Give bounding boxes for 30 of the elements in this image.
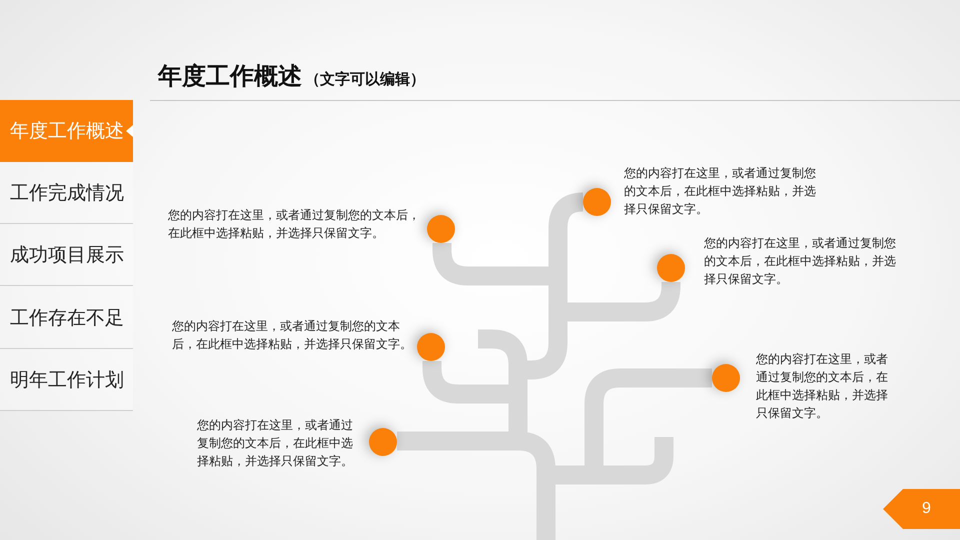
description-text: 您的内容打在这里，或者通过复制您的文本后，在此框中选择粘贴，并选择只保留文字。 — [168, 207, 421, 242]
branch-line — [536, 475, 556, 540]
description-text: 您的内容打在这里，或者通过复制您的文本后，在此框中选择粘贴，并选择只保留文字。 — [197, 417, 354, 470]
description-text: 您的内容打在这里，或者通过复制您的文本后，在此框中选择粘贴，并选择只保留文字。 — [756, 351, 889, 422]
menu-label: 成功项目展示 — [10, 243, 124, 267]
branch-dot — [369, 428, 397, 456]
subtitle-note: （文字可以编辑） — [305, 70, 425, 88]
menu-tab — [0, 349, 133, 411]
branch-line — [548, 276, 568, 312]
branch-dot — [417, 333, 445, 361]
branch-line — [508, 370, 528, 394]
description-text: 您的内容打在这里，或者通过复制您的文本后，在此框中选择粘贴，并选择只保留文字。 — [172, 318, 413, 353]
menu-label: 工作存在不足 — [10, 306, 124, 330]
menu-tab — [0, 162, 133, 224]
active-menu-tab — [0, 100, 133, 162]
menu-tab — [0, 286, 133, 349]
branch-dot — [657, 254, 685, 282]
branch-dot — [427, 215, 455, 243]
slide-title: 年度工作概述 — [158, 62, 302, 90]
branch-line — [397, 432, 518, 450]
branch-dot — [583, 188, 611, 216]
page-number-tag: 9 — [883, 489, 960, 529]
branch-dot — [712, 364, 740, 392]
description-text: 您的内容打在这里，或者通过复制您的文本后，在此框中选择粘贴，并选择只保留文字。 — [624, 165, 817, 218]
description-text: 您的内容打在这里，或者通过复制您的文本后，在此框中选择粘贴，并选择只保留文字。 — [704, 235, 897, 288]
menu-label: 工作完成情况 — [10, 181, 124, 205]
branch-line — [548, 192, 584, 276]
menu-tab — [0, 224, 133, 286]
menu-label: 年度工作概述 — [10, 119, 124, 143]
menu-label: 明年工作计划 — [10, 368, 124, 392]
